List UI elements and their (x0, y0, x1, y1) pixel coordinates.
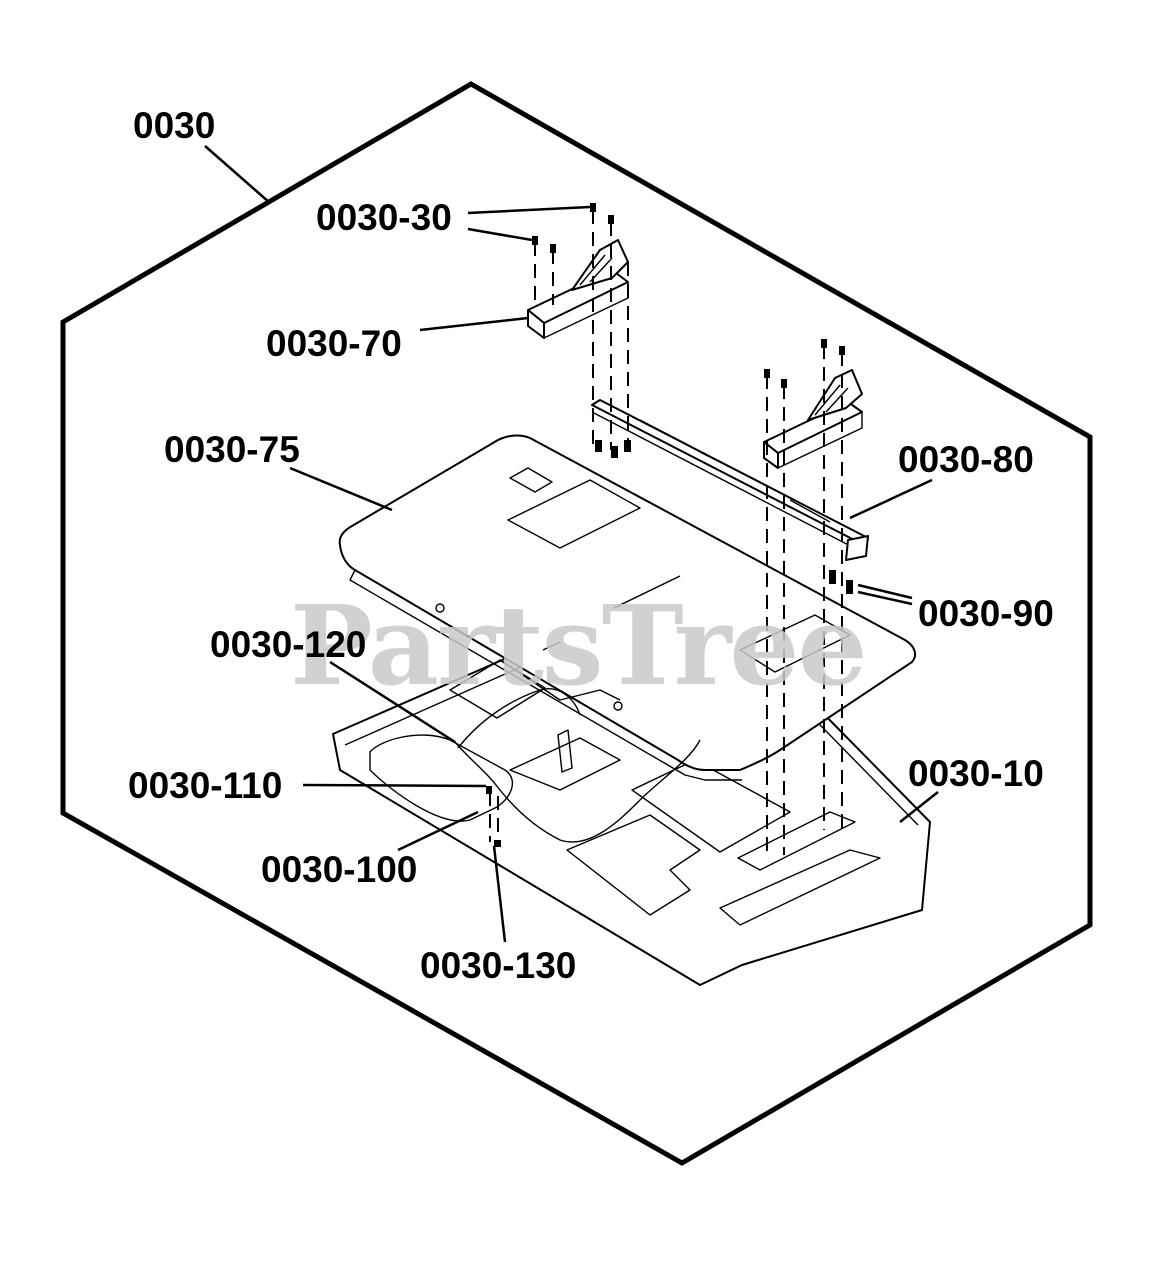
callout-0030: 0030 (133, 105, 215, 146)
parts-tree-watermark: PartsTree (290, 581, 866, 710)
callout-0030-80: 0030-80 (898, 439, 1034, 480)
callout-0030-10: 0030-10 (908, 753, 1044, 794)
callout-0030-130: 0030-130 (420, 945, 576, 986)
callout-0030-120: 0030-120 (210, 624, 366, 665)
callout-labels: 0030 0030-30 0030-70 0030-75 0030-80 003… (128, 105, 1054, 986)
leader-lines (204, 145, 939, 943)
callout-0030-30: 0030-30 (316, 197, 452, 238)
assembly-dashed-lines (489, 210, 843, 855)
hinge-bracket-right-part (763, 369, 863, 469)
wire-harness-part (449, 659, 701, 843)
callout-0030-90: 0030-90 (918, 593, 1054, 634)
rail-part (591, 399, 869, 561)
callout-0030-100: 0030-100 (261, 849, 417, 890)
callout-0030-110: 0030-110 (128, 765, 282, 806)
callout-0030-75: 0030-75 (164, 429, 300, 470)
pan-cover-part (338, 434, 917, 781)
callout-0030-70: 0030-70 (266, 323, 402, 364)
hinge-bracket-left-part (527, 239, 629, 339)
assembly-boundary (60, 81, 1093, 1166)
fasteners (486, 203, 853, 847)
